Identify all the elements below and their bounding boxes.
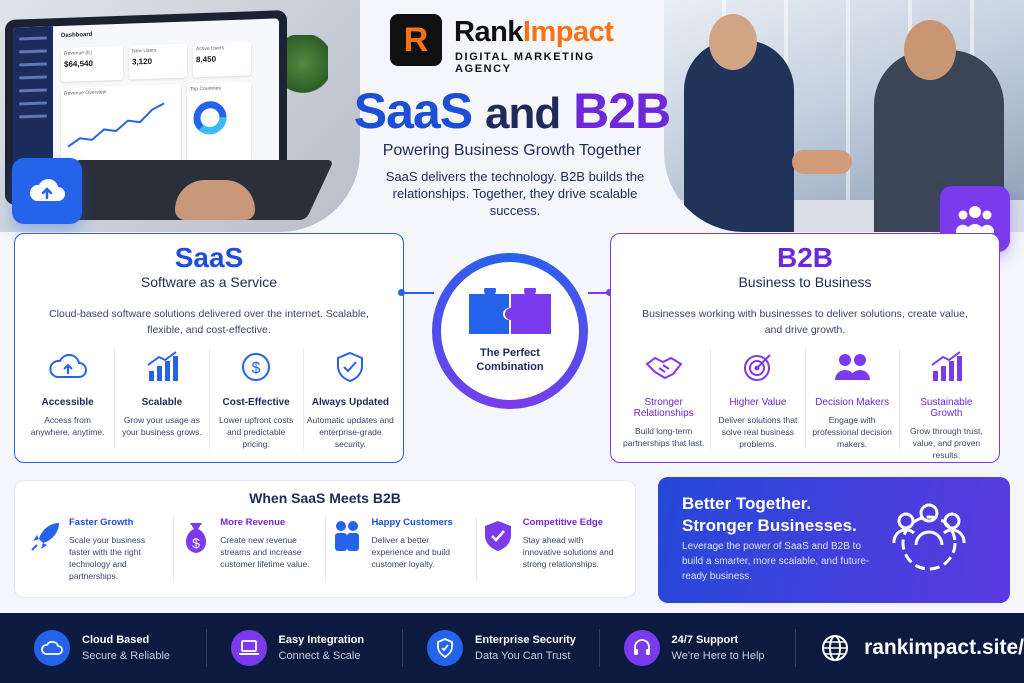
handshake: [792, 150, 852, 174]
revenue-line-chart: [67, 102, 165, 148]
revenue-overview-card: Revenue Overview: [61, 83, 181, 168]
saas-title: SaaS: [174, 242, 244, 273]
happy-customers-icon: [334, 521, 359, 551]
better-together-desc: Leverage the power of SaaS and B2B to bu…: [682, 541, 870, 582]
handshake-icon: [645, 356, 683, 380]
laptop-icon: [238, 640, 259, 655]
globe-icon: [822, 635, 849, 661]
feature-scalable: Scalable Grow your usage as your busines…: [115, 349, 210, 449]
shield-check-icon: [337, 351, 364, 383]
svg-text:$: $: [252, 360, 261, 377]
businessman-left: [684, 40, 794, 232]
team-gear-icon: [892, 503, 966, 571]
cloud-icon: [41, 640, 63, 655]
combination-label: The Perfect Combination: [476, 347, 544, 373]
feature-cost-effective: $ Cost-Effective Lower upfront costs and…: [210, 349, 304, 449]
perfect-combination: The Perfect Combination: [432, 253, 588, 409]
hero-photo-handshake: [664, 0, 1024, 232]
b2b-features: Stronger Relationships Build long-term p…: [617, 349, 993, 460]
team-icon: [955, 206, 995, 233]
headset-icon: [633, 639, 650, 655]
brand-mark-icon: R: [390, 14, 442, 66]
feature-decision-makers: Decision Makers Engage with professional…: [806, 349, 900, 449]
saas-description: Cloud-based software solutions delivered…: [49, 308, 369, 336]
feature-sustainable-growth: Sustainable Growth Grow through trust, v…: [900, 349, 993, 460]
shield-icon: [437, 638, 453, 658]
feature-higher-value: Higher Value Deliver solutions that solv…: [711, 349, 806, 449]
meets-title: When SaaS Meets B2B: [249, 490, 401, 506]
feature-accessible: Accessible Access from anywhere, anytime…: [21, 349, 116, 449]
growth-chart-icon: [931, 351, 963, 381]
dashboard-card: Revenue (K)$64,540: [61, 45, 123, 82]
top-countries-card: Top Countries: [187, 81, 251, 164]
connector-left: [404, 292, 434, 294]
feature-stronger-relationships: Stronger Relationships Build long-term p…: [617, 349, 712, 449]
svg-text:$: $: [192, 535, 200, 551]
brand-logo: R RankImpact DIGITAL MARKETING AGENCY: [390, 14, 650, 75]
people-icon: [835, 354, 871, 380]
saas-subtitle: Software as a Service: [140, 274, 278, 290]
donut-chart-icon: [193, 101, 227, 135]
b2b-panel: B2B Business to Business Businesses work…: [610, 233, 1000, 463]
b2b-title: B2B: [776, 242, 833, 273]
typing-hand: [175, 180, 255, 220]
cloud-badge: [12, 158, 82, 224]
b2b-subtitle: Business to Business: [738, 274, 872, 290]
saas-features: Accessible Access from anywhere, anytime…: [21, 349, 397, 449]
b2b-description: Businesses working with businesses to de…: [642, 308, 968, 336]
intro-text: SaaS delivers the technology. B2B builds…: [385, 169, 645, 218]
brand-tagline: DIGITAL MARKETING AGENCY: [455, 51, 595, 75]
target-icon: [743, 354, 771, 381]
saas-panel: SaaS Software as a Service Cloud-based s…: [14, 233, 404, 463]
feature-always-updated: Always Updated Automatic updates and ent…: [304, 349, 397, 449]
better-together-title: Better Together. Stronger Businesses.: [682, 494, 857, 535]
better-together-card: Better Together. Stronger Businesses. Le…: [658, 477, 1010, 603]
page-title: SaaS and B2B: [353, 83, 671, 139]
dashboard-title: Dashboard: [61, 31, 93, 39]
dollar-icon: $: [242, 353, 271, 381]
page-subtitle: Powering Business Growth Together: [382, 142, 642, 159]
connector-right: [588, 292, 612, 294]
website-link[interactable]: rankimpact.site/: [820, 633, 1024, 663]
competitive-shield-icon: [484, 521, 511, 551]
brand-name: RankImpact: [454, 16, 614, 48]
money-bag-icon: $: [186, 523, 207, 553]
rocket-icon: [31, 523, 59, 551]
cloud-upload-icon: [29, 178, 65, 201]
cloud-upload-icon: [48, 353, 87, 378]
bar-chart-icon: [147, 351, 178, 381]
puzzle-icon: [469, 288, 551, 334]
website-url: rankimpact.site/: [864, 636, 1024, 659]
